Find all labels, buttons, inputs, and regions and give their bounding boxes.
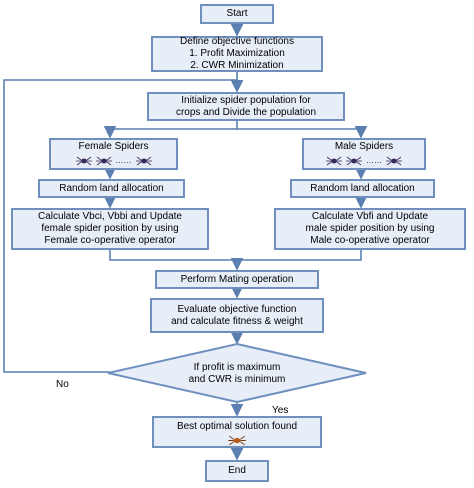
calc-male-line-1: Calculate Vbfi and Update [311,211,429,222]
spider-icon [95,156,112,166]
init-line-2: crops and Divide the population [175,106,317,118]
spider-icon [346,156,362,166]
calc-female-line-2: female spider position by using [41,223,179,234]
calc-male-node: Calculate Vbfi and Update male spider po… [274,208,466,250]
yes-label: Yes [272,405,289,416]
start-node: Start [200,4,274,24]
spider-icon [75,156,92,166]
define-line-1: Define objective functions [180,36,294,47]
decision-text: If profit is maximum and CWR is minimum [177,362,297,386]
init-population-node: Initialize spider population for crops a… [147,92,345,121]
decision-line-2: and CWR is minimum [188,374,286,385]
arrow-calc-right-merge [237,250,362,261]
best-solution-node: Best optimal solution found [152,416,322,448]
spider-icon [228,435,246,446]
female-spiders-label: Female Spiders [78,141,149,152]
mating-label: Perform Mating operation [180,273,294,285]
define-line-2: 1. Profit Maximization [189,48,285,59]
evaluate-line-2: and calculate fitness & weight [171,315,303,327]
end-label: End [228,465,246,476]
define-line-3: 2. CWR Minimization [190,60,284,71]
spider-icon [386,156,402,166]
male-ellipsis: …… [366,156,382,165]
init-line-1: Initialize spider population for [181,94,311,106]
arrow-no-loop [3,79,244,373]
evaluate-line-1: Evaluate objective function [177,303,297,315]
evaluate-node: Evaluate objective function and calculat… [150,298,324,333]
female-ellipsis: …… [115,156,132,165]
random-allocation-left-label: Random land allocation [59,182,164,194]
mating-node: Perform Mating operation [155,270,319,289]
random-allocation-left-node: Random land allocation [38,179,185,198]
best-solution-label: Best optimal solution found [176,421,298,432]
arrow-calc-left-merge [109,250,237,261]
spider-icon [135,156,152,166]
random-allocation-right-label: Random land allocation [310,182,415,194]
calc-female-line-3: Female co-operative operator [44,235,176,246]
decision-diamond [107,342,367,404]
calc-female-node: Calculate Vbci, Vbbi and Update female s… [11,208,209,250]
decision-line-1: If profit is maximum [193,362,281,373]
arrow-init-split [109,121,238,137]
end-node: End [205,460,269,482]
arrow-split-male [237,125,368,139]
male-spiders-node: Male Spiders …… [302,138,426,170]
calc-female-line-1: Calculate Vbci, Vbbi and Update [38,211,182,222]
spider-icon [326,156,342,166]
start-label: Start [226,8,248,19]
no-label: No [56,379,69,390]
male-spiders-label: Male Spiders [334,141,394,152]
calc-male-line-2: male spider position by using [305,223,435,234]
male-spider-icons: …… [326,155,402,167]
define-objectives-node: Define objective functions 1. Profit Max… [151,36,323,72]
female-spiders-node: Female Spiders …… [49,138,178,170]
female-spider-icons: …… [75,155,152,167]
calc-male-line-3: Male co-operative operator [310,235,430,246]
random-allocation-right-node: Random land allocation [290,179,435,198]
